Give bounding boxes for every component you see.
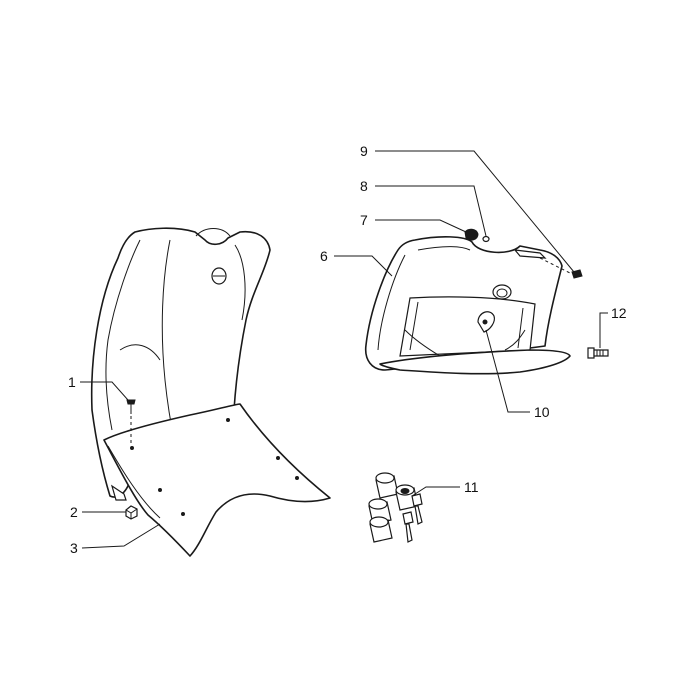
callout-9: 9 <box>360 143 368 159</box>
screw-part-1 <box>126 399 136 446</box>
leader-9 <box>375 150 575 273</box>
key-1 <box>411 493 423 525</box>
callout-7: 7 <box>360 212 368 228</box>
leader-6 <box>334 255 393 277</box>
callout-3: 3 <box>70 540 78 556</box>
leader-10 <box>485 329 530 413</box>
callout-12: 12 <box>611 305 627 321</box>
lock-cylinder-4 <box>369 516 393 543</box>
glove-box-frame <box>364 236 571 375</box>
callout-1: 1 <box>68 374 76 390</box>
callout-2: 2 <box>70 504 78 520</box>
leader-11 <box>411 486 460 497</box>
leader-1 <box>80 381 129 401</box>
lock-cylinder-2 <box>395 484 419 511</box>
washer-part-8 <box>482 235 490 243</box>
callout-11: 11 <box>464 479 479 495</box>
leader-12 <box>599 312 608 348</box>
lock-cylinder-1 <box>375 472 399 499</box>
clip-part-7 <box>464 228 479 241</box>
footboard-panel <box>103 403 331 557</box>
lock-set-part-11 <box>368 472 423 543</box>
leader-3 <box>81 523 161 549</box>
screw-part-9 <box>539 257 583 279</box>
callout-10: 10 <box>534 404 550 420</box>
key-2 <box>402 511 414 543</box>
nut-part-2 <box>125 505 138 520</box>
leader-7 <box>375 219 467 233</box>
callout-6: 6 <box>320 248 328 264</box>
callout-labels: 1 2 3 6 7 8 9 10 11 12 <box>68 143 627 556</box>
callout-8: 8 <box>360 178 368 194</box>
leader-lines <box>80 150 608 549</box>
leader-8 <box>375 185 487 237</box>
bolt-part-12 <box>587 347 609 359</box>
